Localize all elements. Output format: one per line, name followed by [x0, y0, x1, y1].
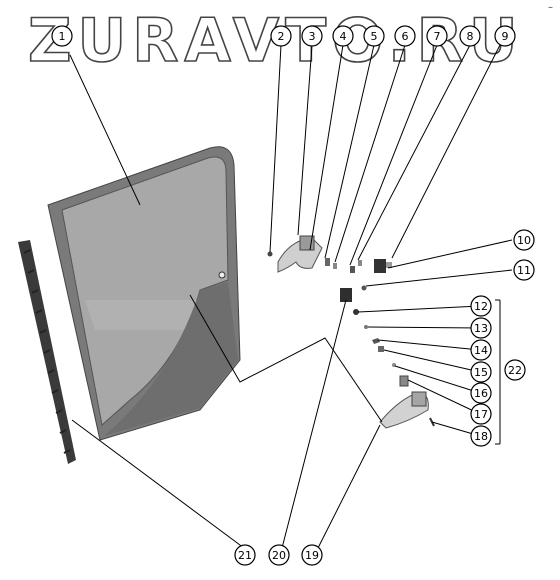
callout-label: 2 — [278, 30, 285, 43]
callout-8: 8 — [459, 25, 481, 47]
callout-17: 17 — [470, 403, 492, 425]
callout-21: 21 — [234, 544, 256, 566]
leader-lines — [69, 44, 513, 549]
callout-1: 1 — [51, 25, 73, 47]
outer-handle-upper — [267, 235, 323, 273]
callout-label: 22 — [508, 364, 522, 377]
callout-12: 12 — [470, 295, 492, 317]
callout-20: 20 — [268, 544, 290, 566]
callout-9: 9 — [494, 25, 516, 47]
callout-label: 3 — [309, 30, 316, 43]
callout-circle — [513, 229, 535, 251]
callout-label: 7 — [434, 30, 441, 43]
callout-label: 14 — [474, 344, 488, 357]
callout-7: 7 — [426, 25, 448, 47]
callout-label: 18 — [474, 430, 488, 443]
callout-16: 16 — [470, 382, 492, 404]
callout-label: 17 — [474, 408, 488, 421]
callout-13: 13 — [470, 317, 492, 339]
small-parts-column — [353, 309, 435, 427]
callout-2: 2 — [270, 25, 292, 47]
callout-label: 5 — [371, 30, 378, 43]
callout-10: 10 — [513, 229, 535, 251]
callout-14: 14 — [470, 339, 492, 361]
door-lock-point — [218, 271, 226, 279]
callout-label: 12 — [474, 300, 488, 313]
callout-circle — [426, 25, 448, 47]
callout-circle — [504, 359, 526, 381]
rubber-seal-strip — [18, 240, 76, 464]
callout-label: 11 — [517, 264, 531, 277]
latch-bracket — [340, 288, 352, 302]
callout-label: 6 — [402, 30, 409, 43]
callout-18: 18 — [470, 425, 492, 447]
callout-circle — [51, 25, 73, 47]
callout-circle — [494, 25, 516, 47]
callout-label: 10 — [517, 234, 531, 247]
lock-block — [374, 259, 392, 273]
callout-label: 1 — [59, 30, 66, 43]
callout-circle — [470, 382, 492, 404]
callout-4: 4 — [332, 25, 354, 47]
callout-circle — [459, 25, 481, 47]
callout-circle — [394, 25, 416, 47]
callout-circle — [470, 425, 492, 447]
corner-mark: – — [548, 2, 553, 13]
callout-label: 13 — [474, 322, 488, 335]
callout-label: 16 — [474, 387, 488, 400]
callout-label: 9 — [502, 30, 509, 43]
callout-circle — [301, 544, 323, 566]
callout-circle — [470, 361, 492, 383]
callout-3: 3 — [301, 25, 323, 47]
callout-22: 22 — [504, 359, 526, 381]
callout-label: 21 — [238, 549, 252, 562]
callout-label: 15 — [474, 366, 488, 379]
callout-circle — [470, 295, 492, 317]
callout-circle — [234, 544, 256, 566]
callout-label: 20 — [272, 549, 286, 562]
callout-label: 19 — [305, 549, 319, 562]
pin-11 — [361, 285, 367, 291]
callout-6: 6 — [394, 25, 416, 47]
callout-circle — [301, 25, 323, 47]
callout-15: 15 — [470, 361, 492, 383]
callout-5: 5 — [363, 25, 385, 47]
callout-19: 19 — [301, 544, 323, 566]
callout-circle — [332, 25, 354, 47]
callout-circle — [513, 259, 535, 281]
callout-label: 8 — [467, 30, 474, 43]
callout-11: 11 — [513, 259, 535, 281]
door-glass-panel — [47, 146, 241, 441]
callout-circle — [270, 25, 292, 47]
callout-circle — [363, 25, 385, 47]
callout-circle — [268, 544, 290, 566]
callout-circle — [470, 317, 492, 339]
callout-circle — [470, 339, 492, 361]
outer-handle-lower — [379, 391, 429, 429]
callout-circle — [470, 403, 492, 425]
small-fasteners-upper — [325, 258, 362, 273]
callout-label: 4 — [340, 30, 347, 43]
